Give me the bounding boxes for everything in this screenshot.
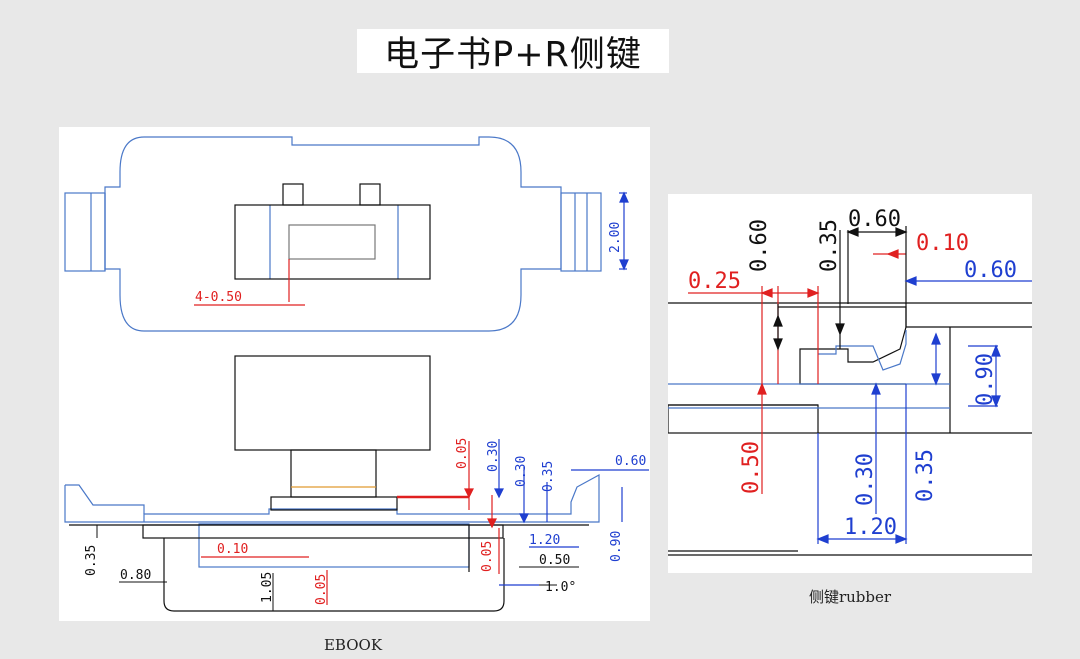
rdim-025: 0.25 [688, 269, 741, 294]
rdim-120: 1.20 [844, 515, 897, 540]
dim-030a: 0.30 [486, 441, 501, 472]
dim-120: 1.20 [529, 533, 560, 548]
dim-090: 0.90 [609, 531, 624, 562]
rdim-030: 0.30 [853, 453, 878, 506]
rdim-090: 0.90 [973, 353, 998, 406]
right-tab [560, 192, 602, 272]
dim-105: 1.05 [260, 572, 275, 603]
dim-030b: 0.30 [514, 456, 529, 487]
rubber-drawing: 0.60 0.35 0.60 0.10 0.25 0.60 0.90 0.50 … [668, 207, 1032, 556]
rubber-profile [778, 306, 907, 385]
left-tab [64, 192, 106, 272]
rubber-drawing-panel: 0.60 0.35 0.60 0.10 0.25 0.60 0.90 0.50 … [668, 194, 1032, 573]
switch-body [234, 204, 431, 280]
dim-080: 0.80 [120, 568, 151, 583]
rdim-060a: 0.60 [747, 219, 772, 272]
switch-pin-right [359, 183, 381, 206]
dim-010: 0.10 [217, 542, 248, 557]
dim-035a: 0.35 [541, 461, 556, 492]
bottom-housing [163, 538, 505, 612]
rdim-010: 0.10 [916, 231, 969, 256]
dim-005a: 0.05 [455, 438, 470, 469]
rdim-035a: 0.35 [817, 219, 842, 272]
ebook-drawing-panel: 4-0.50 2.00 0.05 0.30 0.30 0.35 0.60 0.3… [59, 127, 650, 621]
dim-005c: 0.05 [480, 541, 495, 572]
base-outline [64, 473, 600, 523]
dim-050: 0.50 [539, 553, 570, 568]
rdim-060b: 0.60 [848, 207, 901, 232]
dim-060: 0.60 [615, 454, 646, 469]
dim-200: 2.00 [608, 222, 623, 253]
button-block [234, 355, 431, 451]
caption-rubber: 侧键rubber [808, 588, 892, 606]
title-box: 电子书P+R侧键 [357, 29, 669, 75]
page-title: 电子书P+R侧键 [384, 34, 642, 75]
dim-10deg: 1.0° [545, 580, 576, 595]
dim-4-050: 4-0.50 [195, 290, 242, 305]
dim-005b: 0.05 [314, 574, 329, 605]
rdim-035b: 0.35 [913, 449, 938, 502]
caption-ebook: EBOOK [323, 636, 383, 654]
switch-pin-left [282, 183, 304, 206]
ebook-drawing: 4-0.50 2.00 0.05 0.30 0.30 0.35 0.60 0.3… [64, 136, 649, 612]
dim-035b: 0.35 [84, 545, 99, 576]
rdim-050: 0.50 [739, 441, 764, 494]
key-outline [104, 136, 562, 332]
rdim-060c: 0.60 [964, 258, 1017, 283]
